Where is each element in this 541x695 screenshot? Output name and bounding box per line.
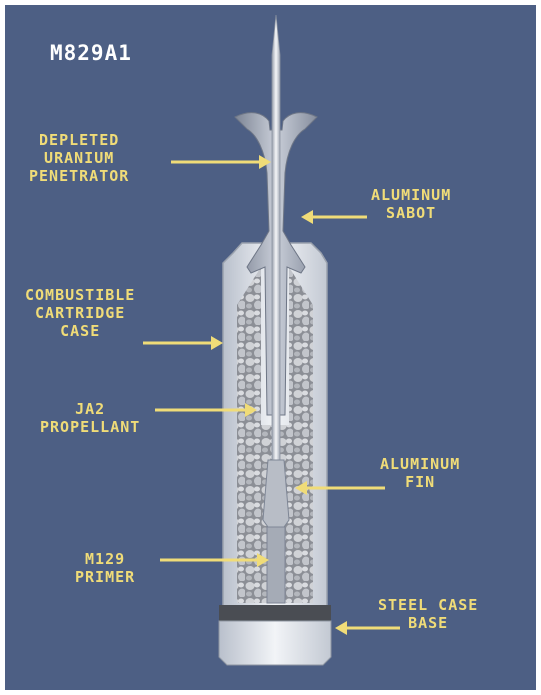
label-primer-line-2: PRIMER	[75, 568, 135, 586]
label-penetrator: DEPLETED URANIUM PENETRATOR	[29, 131, 129, 185]
label-fin-line-1: ALUMINUM	[380, 455, 460, 473]
label-cartridge: COMBUSTIBLE CARTRIDGE CASE	[25, 286, 135, 340]
arrow-cartridge	[143, 336, 223, 350]
label-sabot-line-2: SABOT	[371, 204, 451, 222]
label-cartridge-line-1: COMBUSTIBLE	[25, 286, 135, 304]
label-penetrator-line-3: PENETRATOR	[29, 167, 129, 185]
label-propellant-line-2: PROPELLANT	[40, 418, 140, 436]
steel-case-base	[219, 621, 331, 665]
steel-case-band	[219, 605, 331, 621]
penetrator-rod	[272, 15, 280, 475]
cartridge-illustration	[5, 5, 536, 690]
diagram-title: M829A1	[50, 41, 132, 65]
label-fin-line-2: FIN	[380, 473, 460, 491]
arrow-sabot	[301, 210, 367, 224]
diagram-frame: M829A1 DEPLETED URANIUM PENETRATOR ALUMI…	[5, 5, 536, 690]
label-base: STEEL CASE BASE	[378, 596, 478, 632]
label-propellant-line-1: JA2	[40, 400, 140, 418]
label-cartridge-line-3: CASE	[25, 322, 135, 340]
label-sabot-line-1: ALUMINUM	[371, 186, 451, 204]
label-primer: M129 PRIMER	[75, 550, 135, 586]
arrow-penetrator	[171, 155, 271, 169]
label-primer-line-1: M129	[75, 550, 135, 568]
label-propellant: JA2 PROPELLANT	[40, 400, 140, 436]
label-fin: ALUMINUM FIN	[380, 455, 460, 491]
label-base-line-1: STEEL CASE	[378, 596, 478, 614]
label-penetrator-line-2: URANIUM	[29, 149, 129, 167]
label-cartridge-line-2: CARTRIDGE	[25, 304, 135, 322]
aluminum-fin	[263, 460, 289, 527]
primer-tube	[267, 527, 285, 603]
label-base-line-2: BASE	[378, 614, 478, 632]
label-sabot: ALUMINUM SABOT	[371, 186, 451, 222]
label-penetrator-line-1: DEPLETED	[29, 131, 129, 149]
